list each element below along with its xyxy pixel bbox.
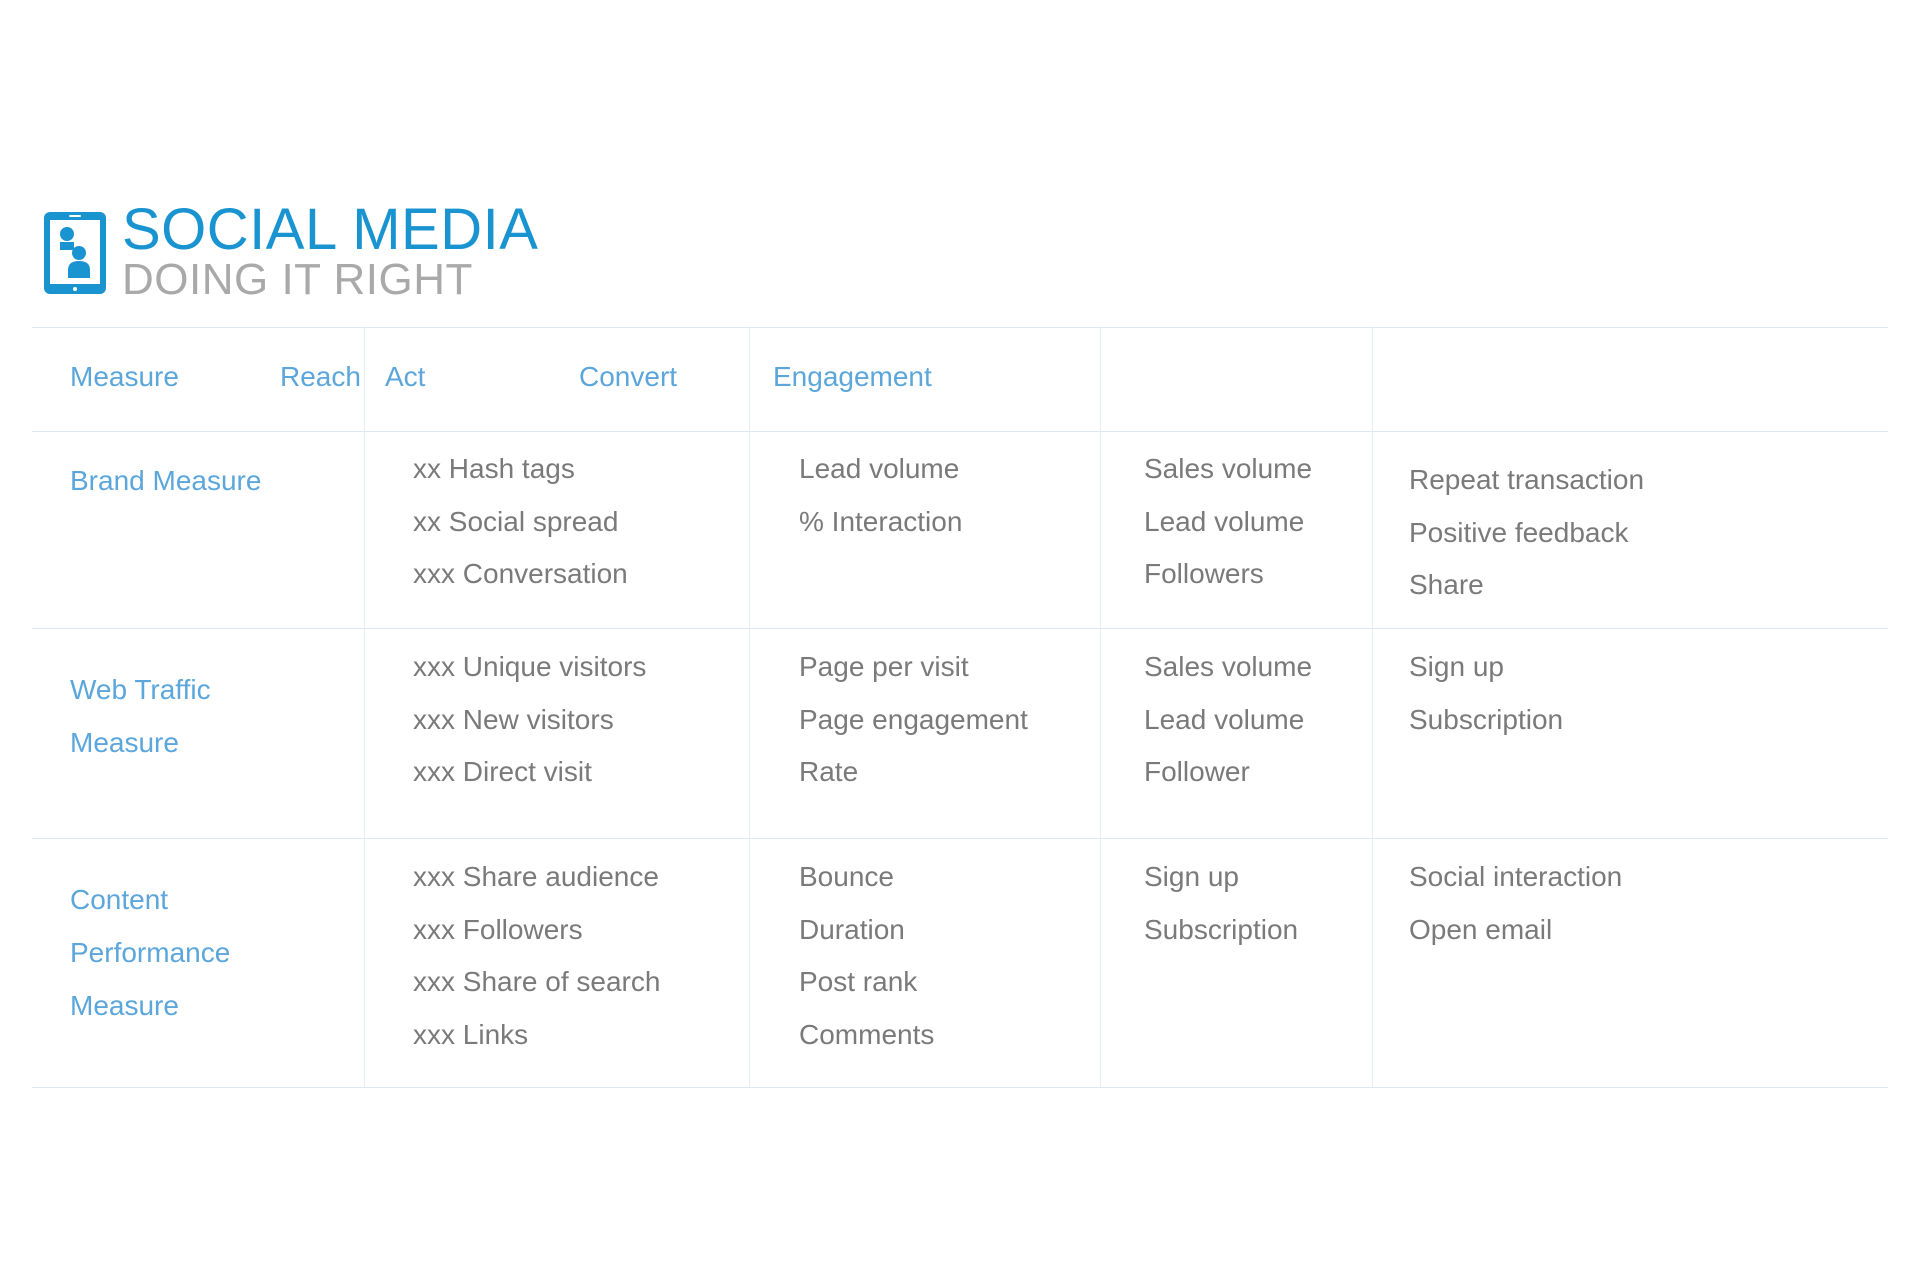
row-label-web-traffic-measure: Web Traffic Measure: [70, 674, 211, 758]
list-item: Bounce: [799, 861, 894, 892]
column-divider: [1372, 327, 1373, 1087]
header-measure: Measure: [70, 361, 179, 392]
column-divider: [1100, 327, 1101, 1087]
cell-act: Lead volume % Interaction: [799, 443, 962, 548]
header-engagement: Engagement: [773, 361, 932, 392]
list-item: xxx Share of search: [413, 966, 661, 997]
cell-act: Page per visit Page engagement Rate: [799, 641, 1028, 799]
tablet-user-icon: [44, 212, 106, 294]
cell-reach: xxx Unique visitors xxx New visitors xxx…: [413, 641, 646, 799]
header-act: Act: [385, 361, 426, 392]
cell-act: Bounce Duration Post rank Comments: [799, 851, 934, 1061]
list-item: xxx Followers: [413, 913, 583, 945]
list-item: xxx Direct visit: [413, 756, 592, 787]
list-item: Share: [1409, 569, 1484, 600]
header-reach: Reach: [280, 361, 361, 392]
list-item: Lead volume: [1144, 703, 1305, 735]
table-divider: [32, 838, 1888, 839]
list-item: xxx Unique visitors: [413, 651, 647, 682]
table-divider: [32, 327, 1888, 328]
table-divider: [32, 1087, 1888, 1088]
list-item: Follower: [1144, 756, 1250, 787]
list-item: Positive feedback: [1409, 516, 1629, 548]
list-item: xx Hash tags: [413, 453, 575, 484]
list-item: Subscription: [1409, 703, 1564, 735]
cell-convert: Sales volume Lead volume Follower: [1144, 641, 1312, 799]
cell-engagement: Sign up Subscription: [1409, 641, 1563, 746]
list-item: Post rank: [799, 966, 918, 997]
list-item: xxx Conversation: [413, 558, 628, 589]
list-item: Lead volume: [799, 453, 960, 484]
list-item: Rate: [799, 756, 859, 787]
table-divider: [32, 431, 1888, 432]
list-item: Social interaction: [1409, 861, 1623, 892]
row-label-content-performance-measure: Content Performance Measure: [70, 884, 231, 1021]
column-divider: [749, 327, 750, 1087]
cell-engagement: Repeat transaction Positive feedback Sha…: [1409, 454, 1644, 612]
list-item: Open email: [1409, 913, 1553, 945]
list-item: Comments: [799, 1018, 935, 1050]
list-item: Sign up: [1144, 861, 1239, 892]
header-convert: Convert: [579, 361, 678, 392]
list-item: Sales volume: [1144, 651, 1313, 682]
page-header: SOCIAL MEDIA DOING IT RIGHT: [42, 197, 539, 304]
list-item: % Interaction: [799, 505, 963, 537]
cell-reach: xxx Share audience xxx Followers xxx Sha…: [413, 851, 660, 1061]
list-item: Sign up: [1409, 651, 1504, 682]
cell-reach: xx Hash tags xx Social spread xxx Conver…: [413, 443, 628, 601]
list-item: Sales volume: [1144, 453, 1313, 484]
list-item: Page per visit: [799, 651, 969, 682]
page-subtitle: DOING IT RIGHT: [122, 255, 473, 304]
list-item: xx Social spread: [413, 505, 619, 537]
list-item: Page engagement: [799, 703, 1028, 735]
list-item: Repeat transaction: [1409, 464, 1645, 495]
cell-engagement: Social interaction Open email: [1409, 851, 1622, 956]
list-item: Followers: [1144, 558, 1264, 589]
page-title: SOCIAL MEDIA: [122, 197, 539, 262]
cell-convert: Sales volume Lead volume Followers: [1144, 443, 1312, 601]
list-item: Subscription: [1144, 913, 1299, 945]
list-item: Lead volume: [1144, 505, 1305, 537]
list-item: Duration: [799, 913, 905, 945]
cell-convert: Sign up Subscription: [1144, 851, 1298, 956]
row-label-brand-measure: Brand Measure: [70, 465, 262, 496]
list-item: xxx New visitors: [413, 703, 614, 735]
column-divider: [364, 327, 365, 1087]
table-divider: [32, 628, 1888, 629]
list-item: xxx Share audience: [413, 861, 659, 892]
list-item: xxx Links: [413, 1018, 529, 1050]
